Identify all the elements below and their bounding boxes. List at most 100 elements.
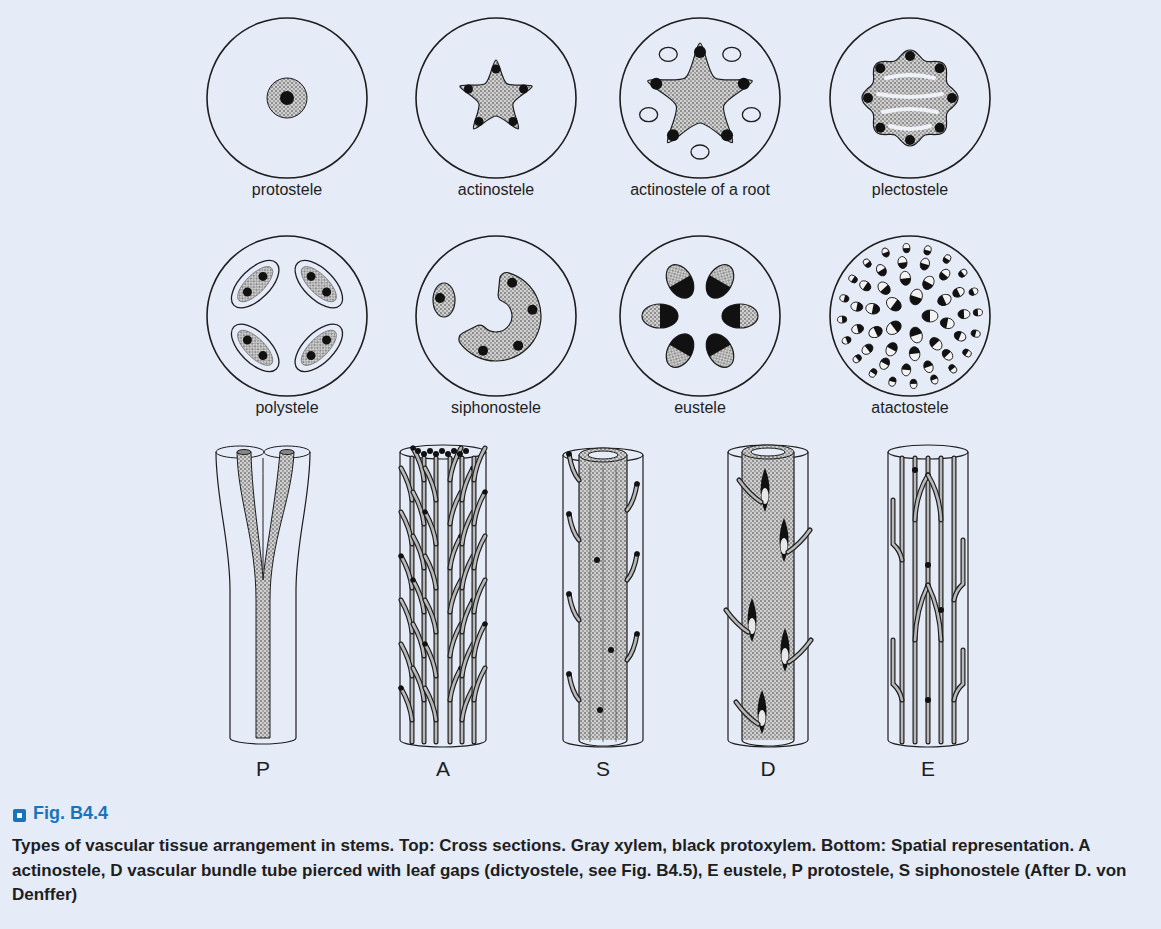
- section-label: plectostele: [872, 181, 949, 199]
- xylem-part: [936, 295, 947, 307]
- section-label: atactostele: [871, 399, 948, 417]
- tube-line: [590, 466, 591, 742]
- strand-core: [474, 536, 485, 568]
- cross-section: [433, 273, 541, 361]
- strand-edge: [425, 644, 436, 676]
- protoxylem-dot: [421, 451, 427, 457]
- protoxylem-dot: [482, 621, 487, 626]
- vascular-bundle: [951, 286, 966, 299]
- xylem-core: [267, 78, 307, 118]
- stem-outline: [207, 236, 367, 396]
- strand-core: [425, 644, 436, 676]
- strand-edge: [425, 688, 436, 720]
- strand-core: [401, 512, 412, 544]
- phloem-part: [909, 346, 921, 361]
- strand-core: [569, 674, 579, 700]
- strand-edge: [569, 454, 579, 480]
- xylem-core: [232, 261, 278, 307]
- strand-core: [788, 530, 810, 552]
- protoxylem-dot: [410, 577, 415, 582]
- protoxylem-dot: [410, 445, 415, 450]
- xylem-part: [889, 376, 897, 382]
- xylem-part: [701, 275, 731, 303]
- actinostele-3d: [398, 445, 487, 742]
- stele-unit: [223, 252, 287, 316]
- strand-edge: [569, 674, 579, 700]
- vascular-bundle: [899, 271, 911, 286]
- strand-edge: [413, 492, 424, 524]
- phloem-part: [940, 347, 955, 362]
- protoxylem-dot: [863, 93, 873, 103]
- strand-core: [401, 600, 412, 632]
- stele-outline: [223, 316, 287, 380]
- phloem-part: [881, 247, 891, 258]
- xylem-part: [882, 251, 890, 258]
- phloem-part: [908, 326, 924, 345]
- vascular-bundle: [936, 292, 953, 307]
- stem-outline: [620, 18, 780, 178]
- phloem-part: [661, 260, 700, 303]
- strand-core: [462, 556, 473, 588]
- xylem-part: [957, 271, 965, 279]
- strand-core: [462, 600, 473, 632]
- xylem-part: [890, 299, 904, 313]
- phloem-part: [903, 243, 910, 253]
- protoxylem-dot: [257, 270, 270, 283]
- xylem-strand: [433, 283, 455, 317]
- vascular-bundle: [881, 247, 891, 258]
- protoxylem-dot: [608, 647, 614, 653]
- strand-core: [450, 536, 461, 568]
- strand-core: [474, 448, 485, 480]
- phloem-part: [850, 301, 863, 312]
- phloem-part: [919, 257, 931, 271]
- xylem-part: [927, 335, 939, 347]
- strand-edge: [450, 624, 461, 656]
- strand-core: [627, 634, 637, 660]
- strand-edge: [928, 475, 941, 520]
- xylem-part: [909, 346, 920, 354]
- xylem-core: [296, 261, 342, 307]
- xylem-part: [857, 323, 865, 333]
- leaf-gap: [781, 628, 790, 672]
- figure-letter: E: [921, 757, 935, 781]
- strand-edge: [462, 600, 473, 632]
- phloem-part: [839, 294, 850, 303]
- phloem-band: [883, 109, 937, 112]
- vascular-bundle: [875, 280, 892, 297]
- protoxylem-dot: [482, 489, 487, 494]
- figure-letter: P: [256, 757, 270, 781]
- stem-outline: [830, 18, 990, 178]
- vascular-bundle: [953, 330, 967, 343]
- phloem-part: [951, 286, 966, 299]
- phloem-part: [847, 274, 858, 285]
- protoxylem-dot: [474, 117, 483, 126]
- phloem-part: [858, 279, 873, 293]
- strand-edge: [736, 702, 758, 724]
- stem-cylinder: [296, 452, 310, 738]
- strand-edge: [788, 530, 810, 552]
- vascular-bundle: [661, 260, 700, 303]
- protoxylem-dot: [509, 117, 518, 126]
- strand-edge: [915, 585, 928, 640]
- strand-core: [893, 640, 902, 700]
- vascular-bundle: [661, 329, 700, 372]
- xylem-part: [870, 367, 878, 375]
- siphonostele-3d: [566, 448, 640, 746]
- strand-edge: [425, 512, 436, 544]
- stem-cylinder: [888, 452, 968, 747]
- strand-core: [569, 514, 579, 540]
- protostele-3d: [216, 446, 310, 744]
- leaf-gap: [761, 468, 770, 512]
- vascular-bundle: [867, 324, 884, 339]
- strand-core: [413, 580, 424, 612]
- stele-core: [237, 452, 294, 738]
- vascular-bundle: [923, 245, 932, 256]
- section-label: eustele: [674, 399, 726, 417]
- xylem-part: [701, 329, 731, 357]
- strand-edge: [954, 540, 963, 600]
- stem-outline: [207, 18, 367, 178]
- strand-core: [474, 492, 485, 524]
- vascular-bundle: [884, 318, 904, 337]
- stem-top: [563, 448, 643, 462]
- xylem-part: [878, 268, 889, 278]
